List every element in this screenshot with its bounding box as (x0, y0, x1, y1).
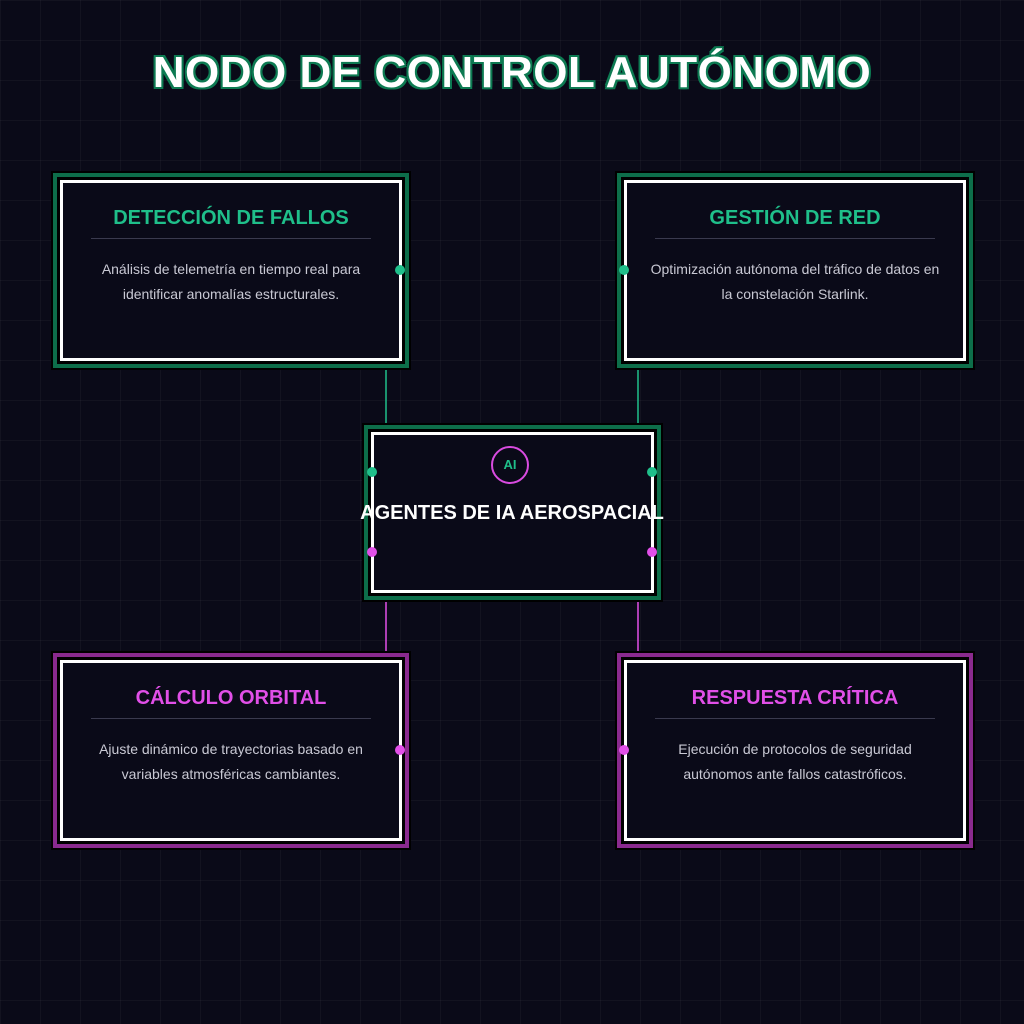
ai-badge-icon: AI (491, 446, 529, 484)
page-title: NODO DE CONTROL AUTÓNOMO (152, 48, 872, 97)
node-card-calculo-orbital: CÁLCULO ORBITAL Ajuste dinámico de traye… (60, 660, 402, 841)
node-title: GESTIÓN DE RED (709, 207, 881, 229)
node-description: Ejecución de protocolos de seguridad aut… (678, 741, 912, 782)
node-divider (655, 718, 935, 719)
node-description: Análisis de telemetría en tiempo real pa… (101, 261, 361, 302)
node-divider (91, 718, 371, 719)
node-divider (91, 238, 371, 239)
node-card-gestion-red: GESTIÓN DE RED Optimización autónoma del… (624, 180, 966, 361)
node-divider (655, 238, 935, 239)
central-node-title: AGENTES DE IA AEROSPACIAL (360, 502, 664, 524)
node-description: Ajuste dinámico de trayectorias basado e… (99, 741, 363, 782)
node-card-respuesta-critica: RESPUESTA CRÍTICA Ejecución de protocolo… (624, 660, 966, 841)
node-title: RESPUESTA CRÍTICA (691, 687, 899, 709)
node-title: DETECCIÓN DE FALLOS (113, 207, 349, 229)
node-card-deteccion-fallos: DETECCIÓN DE FALLOS Análisis de telemetr… (60, 180, 402, 361)
node-title: CÁLCULO ORBITAL (135, 687, 327, 709)
node-description: Optimización autónoma del tráfico de dat… (650, 261, 940, 302)
